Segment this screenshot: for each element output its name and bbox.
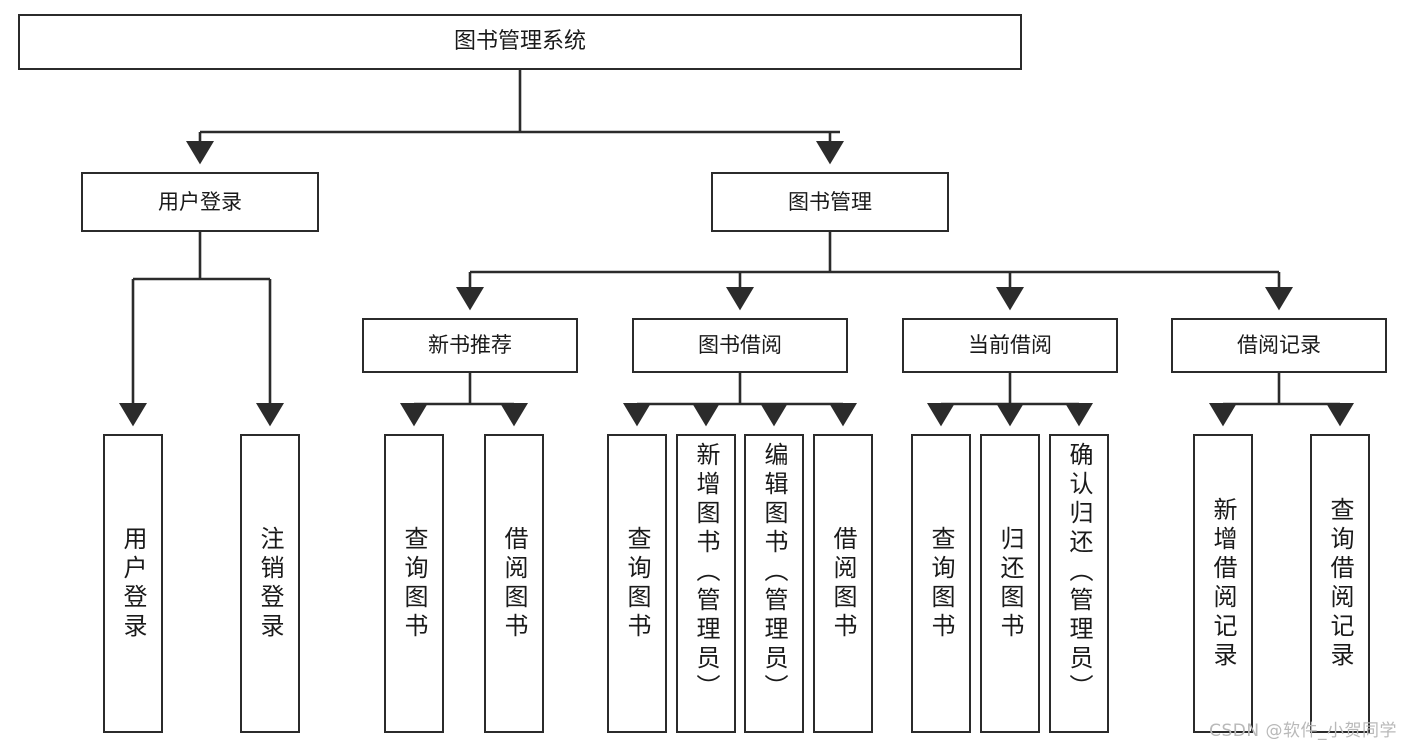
- node-new-book-recommendation[interactable]: 新书推荐: [362, 318, 578, 373]
- node-borrow-record[interactable]: 借阅记录: [1171, 318, 1387, 373]
- node-label: 查询图书: [623, 525, 651, 642]
- node-book-management[interactable]: 图书管理: [711, 172, 949, 232]
- leaf-add-borrow-record[interactable]: 新增借阅记录: [1193, 434, 1253, 733]
- node-root-book-management-system[interactable]: 图书管理系统: [18, 14, 1022, 70]
- csdn-watermark: CSDN @软件_小贺同学: [1209, 721, 1397, 741]
- node-label: 查询图书: [400, 525, 428, 642]
- leaf-user-logout[interactable]: 注销登录: [240, 434, 300, 733]
- leaf-query-borrow-record[interactable]: 查询借阅记录: [1310, 434, 1370, 733]
- node-label: 借阅记录: [1237, 333, 1321, 358]
- node-label: 图书管理: [788, 189, 872, 214]
- node-label: 借阅图书: [829, 525, 857, 642]
- leaf-query-book-1[interactable]: 查询图书: [384, 434, 444, 733]
- node-label: 编辑图书（管理员）: [760, 442, 788, 703]
- leaf-borrow-book-2[interactable]: 借阅图书: [813, 434, 873, 733]
- leaf-query-book-3[interactable]: 查询图书: [911, 434, 971, 733]
- leaf-add-book-admin[interactable]: 新增图书（管理员）: [676, 434, 736, 733]
- leaf-borrow-book-1[interactable]: 借阅图书: [484, 434, 544, 733]
- node-label: 归还图书: [996, 525, 1024, 642]
- node-label: 用户登录: [158, 189, 242, 214]
- node-label: 新增图书（管理员）: [692, 442, 720, 703]
- node-label: 确认归还（管理员）: [1065, 442, 1093, 703]
- node-label: 新书推荐: [428, 333, 512, 358]
- node-label: 图书借阅: [698, 333, 782, 358]
- node-label: 新增借阅记录: [1209, 496, 1237, 671]
- leaf-user-login[interactable]: 用户登录: [103, 434, 163, 733]
- node-label: 用户登录: [119, 525, 147, 642]
- node-current-borrow[interactable]: 当前借阅: [902, 318, 1118, 373]
- node-label: 借阅图书: [500, 525, 528, 642]
- node-user-login[interactable]: 用户登录: [81, 172, 319, 232]
- leaf-confirm-return-admin[interactable]: 确认归还（管理员）: [1049, 434, 1109, 733]
- node-label: 注销登录: [256, 525, 284, 642]
- node-label: 查询图书: [927, 525, 955, 642]
- node-book-borrow[interactable]: 图书借阅: [632, 318, 848, 373]
- node-label: 当前借阅: [968, 333, 1052, 358]
- node-label: 图书管理系统: [453, 29, 586, 55]
- leaf-return-book[interactable]: 归还图书: [980, 434, 1040, 733]
- leaf-edit-book-admin[interactable]: 编辑图书（管理员）: [744, 434, 804, 733]
- leaf-query-book-2[interactable]: 查询图书: [607, 434, 667, 733]
- node-label: 查询借阅记录: [1326, 496, 1354, 671]
